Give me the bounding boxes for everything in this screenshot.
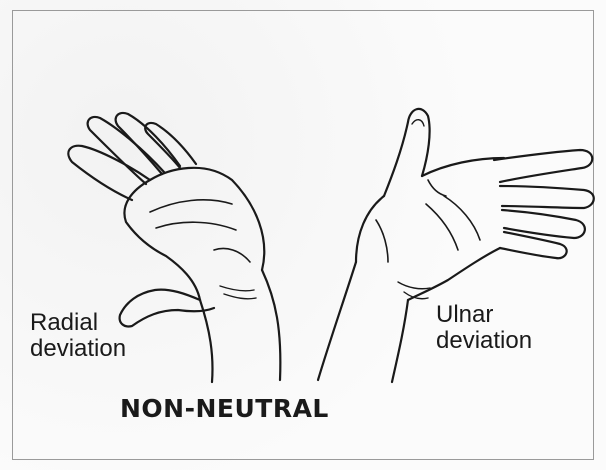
figure-title: NON-NEUTRAL [120,394,329,423]
ulnar-deviation-label: Ulnar deviation [436,302,532,354]
ulnar-label-line2: deviation [436,328,532,354]
ulnar-label-line1: Ulnar [436,302,532,328]
radial-deviation-label: Radial deviation [30,310,126,362]
radial-label-line2: deviation [30,336,126,362]
radial-label-line1: Radial [30,310,126,336]
